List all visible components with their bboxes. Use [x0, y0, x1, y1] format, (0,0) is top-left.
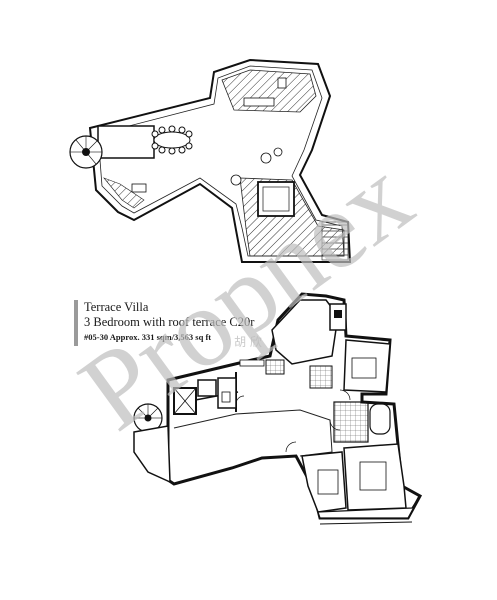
cabinet-row	[239, 359, 265, 367]
dining-table	[151, 125, 193, 155]
planter-west	[103, 177, 145, 209]
wc-kitchen	[265, 359, 285, 375]
unit-info: #05-30 Approx. 331 sqm/3,563 sq ft	[84, 332, 212, 342]
master-bath	[333, 401, 369, 443]
plan-subtitle: 3 Bedroom with roof terrace C20r	[84, 315, 255, 329]
store	[197, 379, 217, 397]
bath-3	[309, 365, 333, 389]
caption-accent-bar	[74, 300, 78, 346]
roof-spiral-stair	[69, 135, 103, 169]
living-area	[173, 409, 333, 457]
roof-furniture	[131, 77, 287, 193]
plan-title: Terrace Villa	[84, 300, 149, 314]
balcony-left	[133, 425, 171, 484]
kitchen	[271, 299, 339, 365]
roof-jacuzzi	[257, 181, 295, 217]
deck-east	[321, 221, 349, 261]
balcony-bottom	[317, 495, 421, 519]
